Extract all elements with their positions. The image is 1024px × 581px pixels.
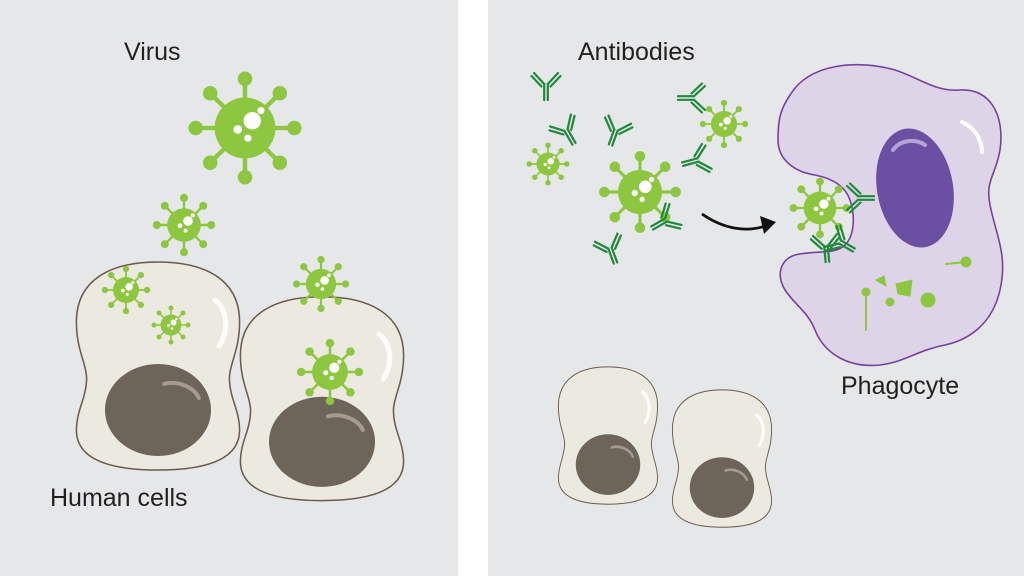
panel-divider: [458, 0, 488, 576]
virus-icon-attaching: [151, 192, 217, 258]
virus-icon-in-cell: [295, 337, 365, 407]
human-cell-icon-right: [240, 297, 403, 501]
human-cells-label: Human cells: [50, 484, 188, 512]
virus-label: Virus: [124, 38, 181, 66]
human-cell-icon-right-a: [556, 365, 660, 506]
virus-icon-large: [188, 71, 301, 184]
virus-icon-in-cell: [100, 264, 152, 316]
virus-icon-in-cell: [150, 304, 192, 346]
virus-icon-on-cell: [291, 254, 351, 314]
antibodies-label: Antibodies: [578, 38, 695, 66]
phagocyte-icon: [777, 63, 1004, 367]
virus-icon-small: [698, 98, 750, 150]
virus-icon-tagged: [597, 149, 683, 235]
human-cell-icon-right-b: [670, 388, 774, 529]
virus-icon-small: [525, 141, 571, 187]
phagocyte-label: Phagocyte: [841, 372, 960, 400]
human-cell-icon-left: [76, 262, 239, 470]
arrow-icon: [701, 212, 776, 234]
